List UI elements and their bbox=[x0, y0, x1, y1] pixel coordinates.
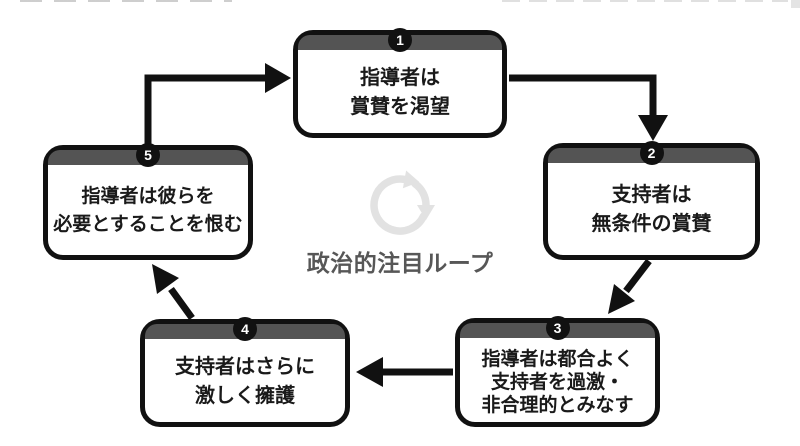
node-label-line: 指導者は bbox=[360, 66, 440, 89]
node-label-line: 支持者を過激・ bbox=[490, 371, 624, 393]
node-label: 指導者は都合よく 支持者を過激・ 非合理的とみなす bbox=[481, 329, 633, 417]
step-number-badge: 1 bbox=[388, 28, 412, 52]
step-number-badge: 4 bbox=[233, 317, 257, 341]
node-label-line: 無条件の賞賛 bbox=[591, 213, 712, 235]
arrow-step4-to-step5 bbox=[152, 264, 195, 321]
node-label-line: 指導者は都合よく bbox=[481, 348, 634, 370]
node-label-line: 非合理的とみなす bbox=[481, 394, 634, 416]
node-step-2: 2 支持者は 無条件の賞賛 bbox=[543, 141, 760, 260]
loop-title: 政治的注目ループ bbox=[306, 250, 494, 276]
arrow-step1-to-step2 bbox=[509, 74, 668, 141]
node-step-1: 1 指導者は 賞賛を渇望 bbox=[293, 28, 507, 138]
node-label-line: 必要とすることを恨む bbox=[53, 214, 243, 235]
node-label: 支持者は 無条件の賞賛 bbox=[592, 164, 712, 239]
cropped-content-artifact-left bbox=[20, 0, 232, 2]
step-number-badge: 2 bbox=[639, 141, 664, 165]
step-number-badge: 3 bbox=[545, 316, 570, 340]
node-label-line: 指導者は彼らを bbox=[81, 186, 215, 207]
node-step-5: 5 指導者は彼らを 必要とすることを恨む bbox=[43, 143, 253, 260]
node-label: 指導者は 賞賛を渇望 bbox=[350, 47, 450, 122]
node-step-4: 4 支持者はさらに 激しく擁護 bbox=[140, 317, 350, 427]
arrow-step3-to-step4 bbox=[356, 357, 453, 387]
node-label: 支持者はさらに 激しく擁護 bbox=[175, 336, 315, 411]
arrow-step5-to-step1 bbox=[144, 63, 291, 148]
cropped-content-artifact-corner bbox=[791, 0, 800, 8]
node-label-line: 激しく擁護 bbox=[195, 384, 295, 407]
node-label-line: 支持者は bbox=[611, 184, 692, 206]
node-label-line: 賞賛を渇望 bbox=[350, 95, 450, 118]
loop-center: 政治的注目ループ bbox=[200, 160, 600, 278]
arrow-step2-to-step3 bbox=[608, 258, 652, 314]
loop-arrows-icon bbox=[370, 170, 435, 235]
node-label-line: 支持者はさらに bbox=[175, 355, 315, 378]
node-label: 指導者は彼らを 必要とすることを恨む bbox=[53, 166, 242, 239]
node-step-3: 3 指導者は都合よく 支持者を過激・ 非合理的とみなす bbox=[455, 316, 660, 427]
cropped-content-artifact-right bbox=[502, 0, 788, 2]
step-number-badge: 5 bbox=[136, 143, 160, 167]
